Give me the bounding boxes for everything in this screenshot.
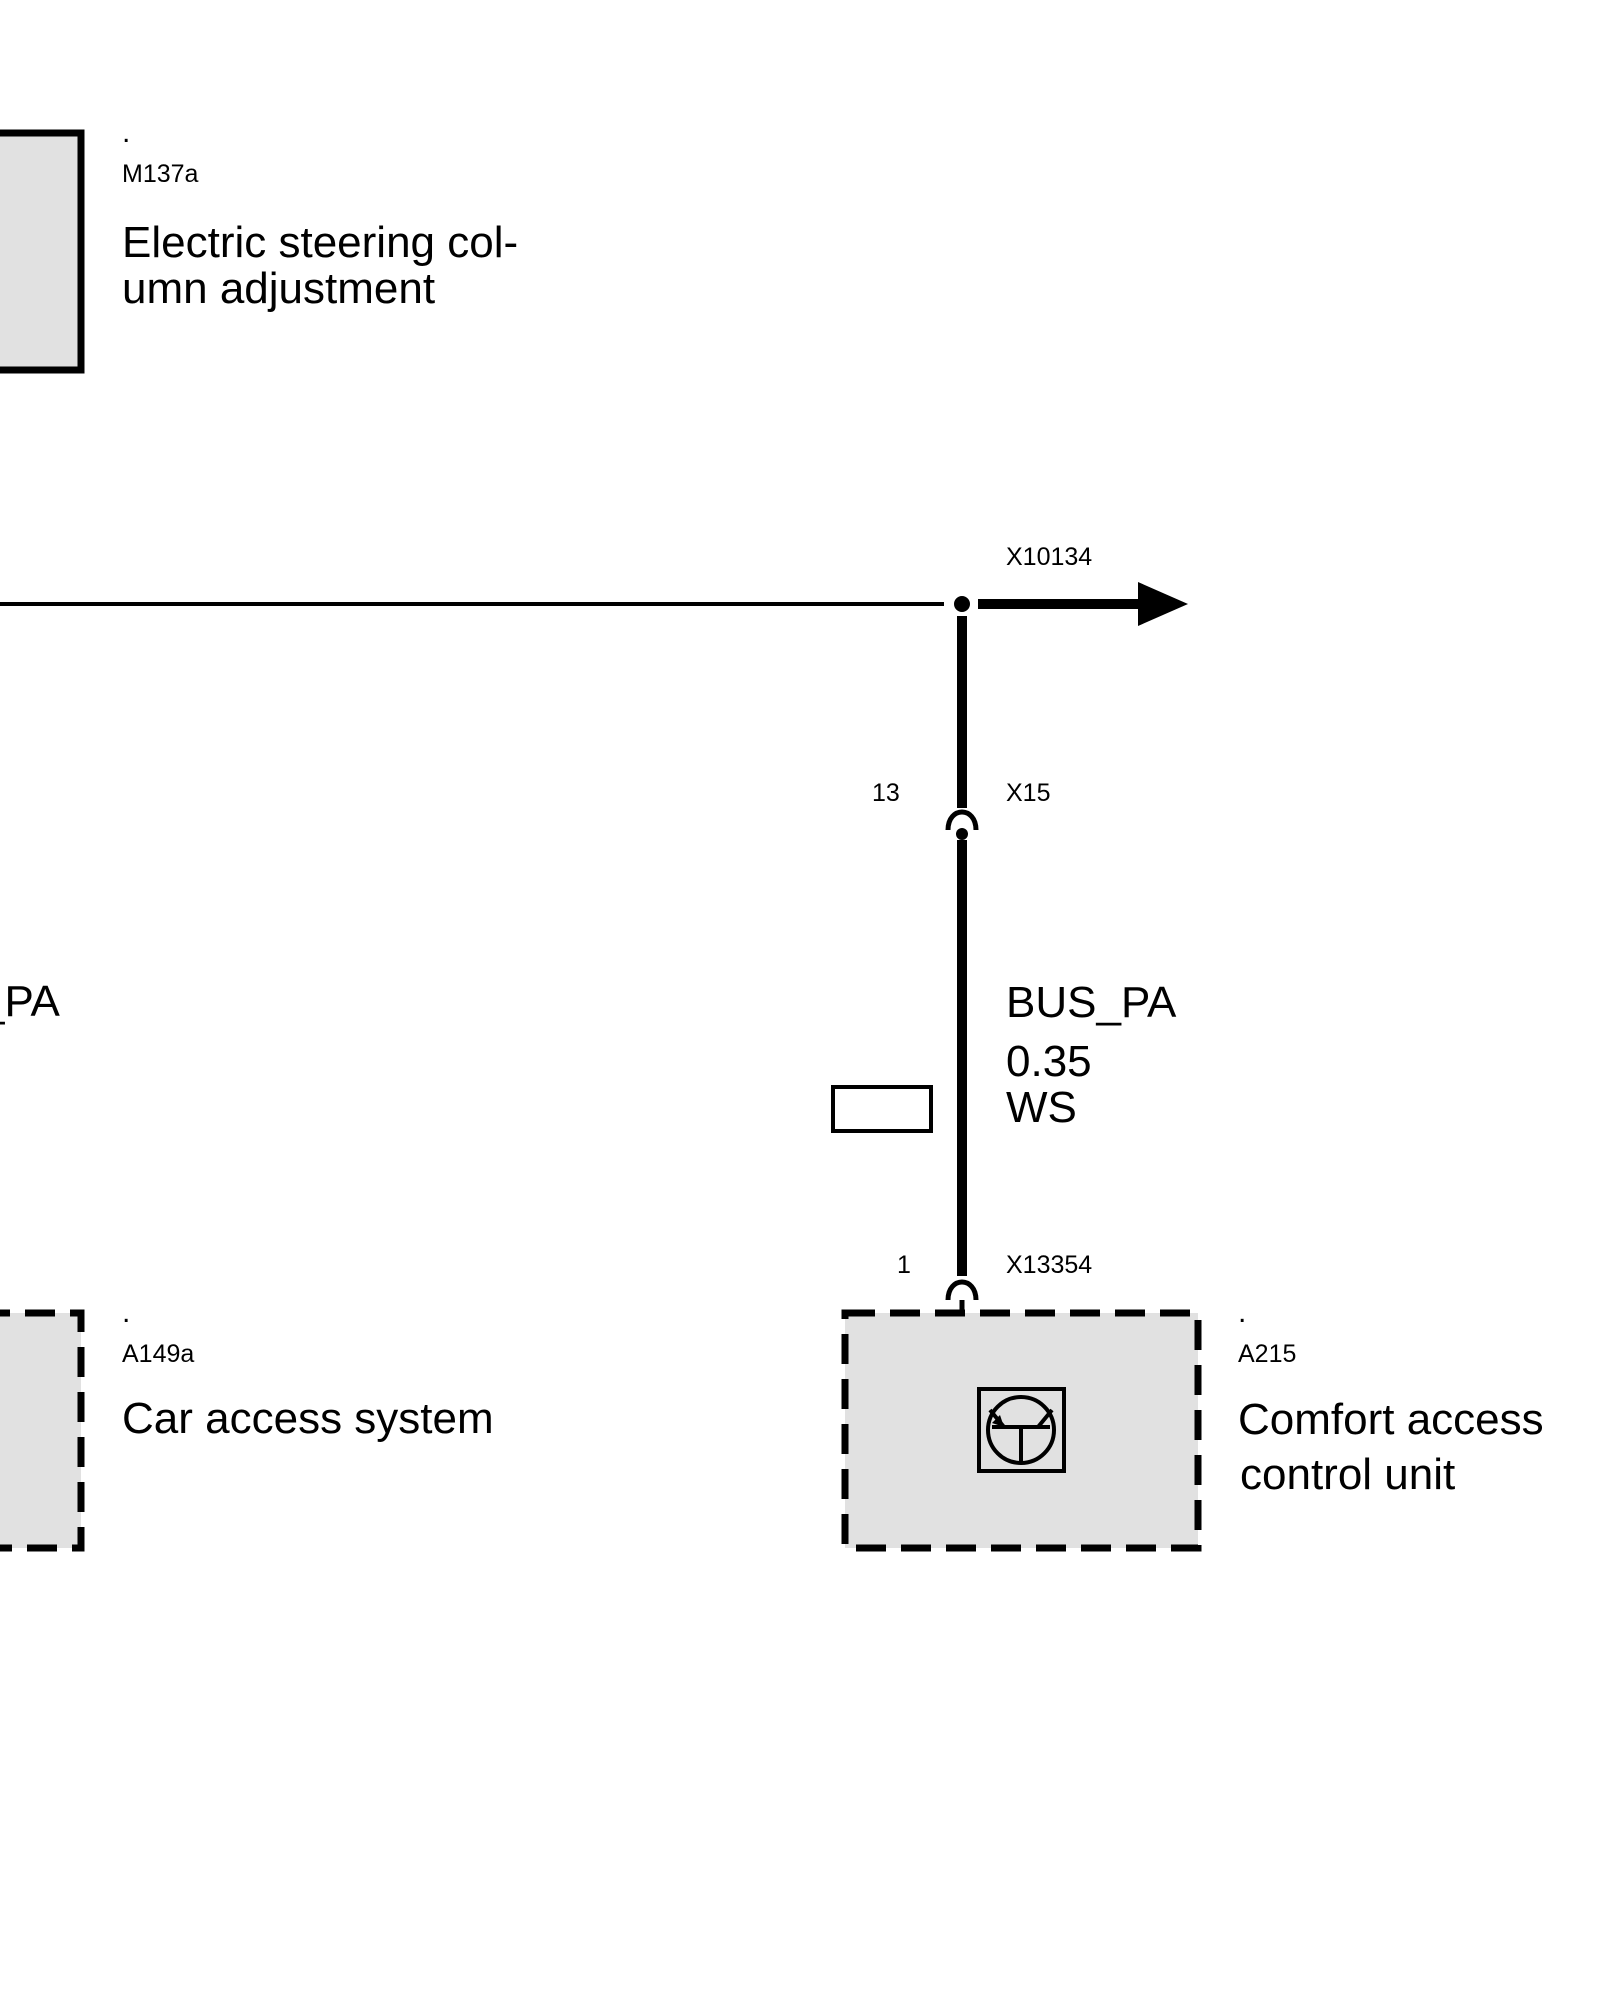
component-m137a-marker: . <box>122 116 130 149</box>
connector-x10134-label: X10134 <box>1006 543 1092 571</box>
wire-left-label: _PA <box>0 977 61 1026</box>
component-a215-name-line-2: control unit <box>1240 1450 1455 1499</box>
wire-cross-section: 0.35 <box>1006 1037 1092 1086</box>
component-m137a-name-line-2: umn adjustment <box>122 264 435 313</box>
connector-x15-pin: 13 <box>872 779 900 807</box>
component-m137a-id: M137a <box>122 160 199 188</box>
wire-color-code: WS <box>1006 1083 1077 1132</box>
component-a149a-name: Car access system <box>122 1394 494 1443</box>
component-m137a-name-line-1: Electric steering col- <box>122 218 518 267</box>
component-a149a-box <box>0 1309 85 1552</box>
component-a149a: . A149a Car access system <box>0 1296 494 1552</box>
component-a149a-marker: . <box>122 1296 130 1329</box>
connector-x13354-pin: 1 <box>897 1251 911 1279</box>
connector-x13354-symbol <box>945 1279 979 1301</box>
component-a215-id: A215 <box>1238 1340 1296 1368</box>
connector-x15-label: X15 <box>1006 779 1050 807</box>
component-m137a-box <box>0 129 85 374</box>
component-a149a-id: A149a <box>122 1340 194 1368</box>
component-a215-marker: . <box>1238 1296 1246 1329</box>
component-m137a: . M137a Electric steering col- umn adjus… <box>0 116 518 374</box>
wire-label-box <box>831 1085 933 1133</box>
connector-x13354-label: X13354 <box>1006 1251 1092 1279</box>
transistor-icon <box>977 1387 1066 1473</box>
splice-point <box>950 592 974 616</box>
connector-x15-symbol <box>945 809 979 831</box>
connector-x15-pin-dot <box>956 828 968 840</box>
component-a215-name-line-1: Comfort access <box>1238 1395 1544 1444</box>
wire-signal-label: BUS_PA <box>1006 978 1177 1027</box>
component-a215: . A215 Comfort access control unit <box>841 1296 1544 1552</box>
arrow-right-icon <box>1138 582 1188 626</box>
